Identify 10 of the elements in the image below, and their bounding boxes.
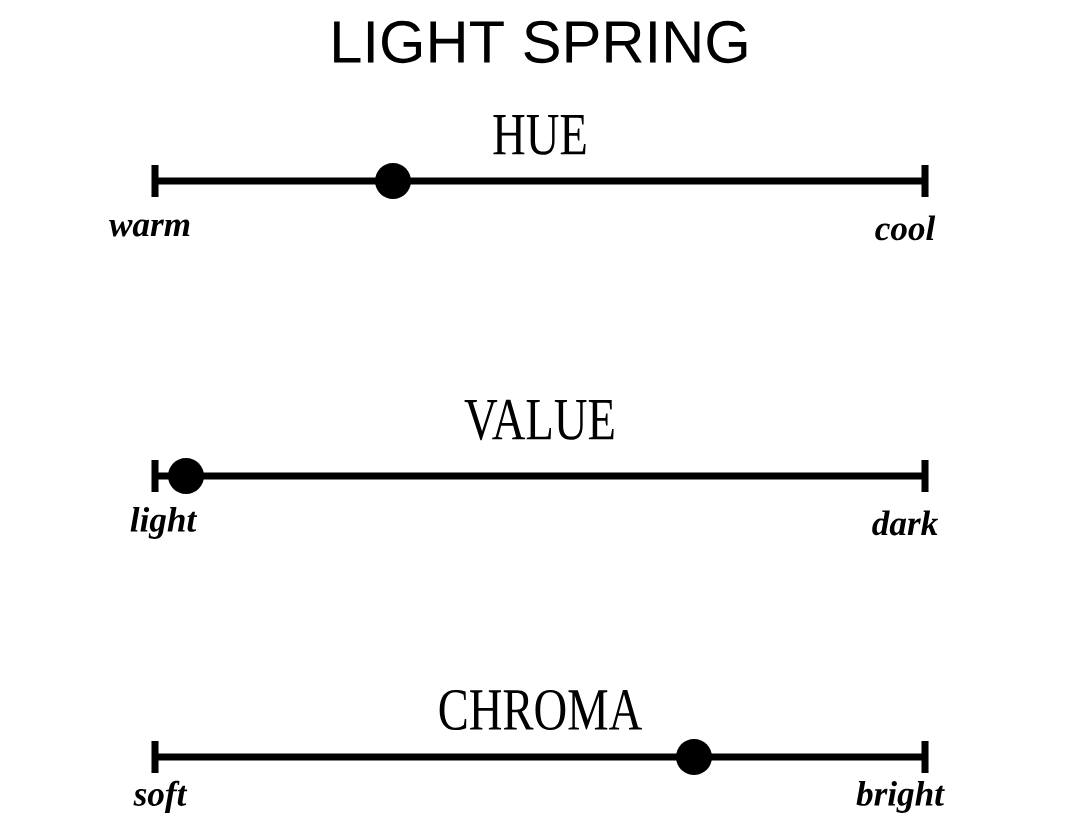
scale-heading: CHROMA (439, 689, 642, 731)
scale-heading: HUE (493, 115, 586, 155)
scale-end-label: bright (856, 781, 945, 813)
scale-end-label: cool (875, 215, 936, 241)
scale-end-label: warm (109, 219, 190, 237)
scale-end-label: dark (872, 510, 938, 536)
title: LIGHT SPRING (334, 20, 747, 64)
scale-end-label: soft (133, 780, 188, 814)
scale-heading: VALUE (464, 399, 614, 441)
scale-end-label: light (130, 507, 198, 539)
